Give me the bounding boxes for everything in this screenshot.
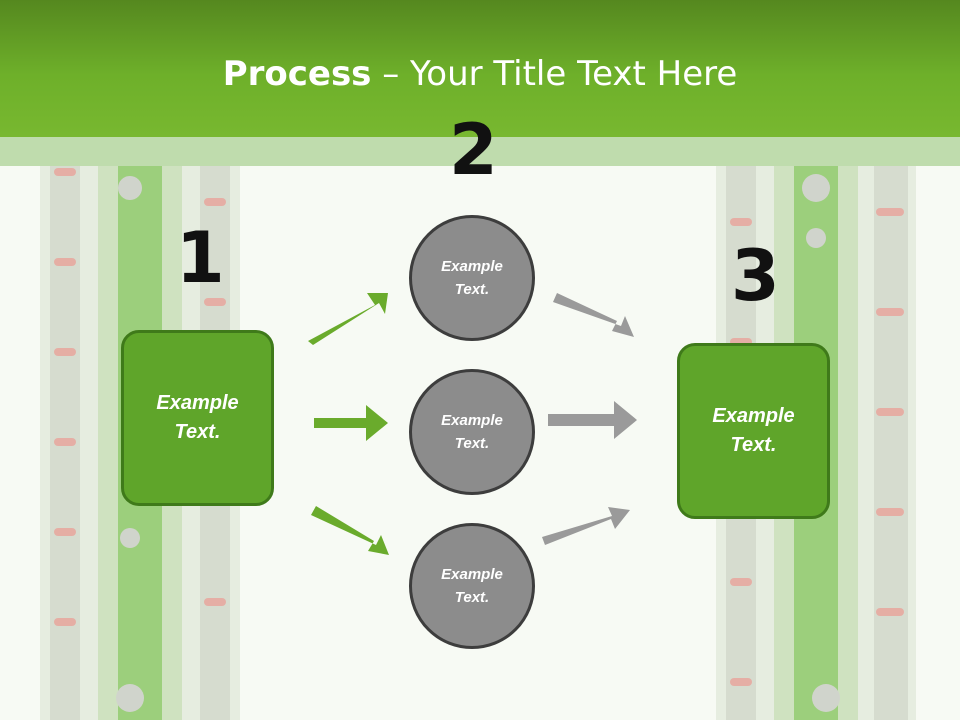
arrow-icon <box>308 293 388 345</box>
circle-top-text: Example Text. <box>441 258 503 298</box>
title-rest: – Your Title Text Here <box>371 54 738 94</box>
step-2-circle-middle: Example Text. <box>409 369 535 495</box>
slide-title: Process – Your Title Text Here <box>0 50 960 98</box>
arrow-icon <box>311 506 389 555</box>
circle-middle-text: Example Text. <box>441 412 503 452</box>
arrow-icon <box>553 293 634 337</box>
header-accent-strip <box>0 137 960 166</box>
circle-bottom-text: Example Text. <box>441 566 503 606</box>
step-1-box: Example Text. <box>121 330 274 506</box>
step-2-circle-bottom: Example Text. <box>409 523 535 649</box>
step-3-box: Example Text. <box>677 343 830 519</box>
arrow-icon <box>314 405 388 441</box>
arrow-icon <box>548 401 637 439</box>
step-2-circle-top: Example Text. <box>409 215 535 341</box>
arrow-icon <box>542 507 630 545</box>
title-bold: Process <box>222 54 372 94</box>
header-bar <box>0 0 960 137</box>
step-number-1: 1 <box>176 217 225 299</box>
step-number-3: 3 <box>731 235 780 317</box>
step-3-box-text: Example Text. <box>712 405 795 456</box>
step-1-box-text: Example Text. <box>156 392 239 443</box>
step-number-2: 2 <box>449 109 498 191</box>
